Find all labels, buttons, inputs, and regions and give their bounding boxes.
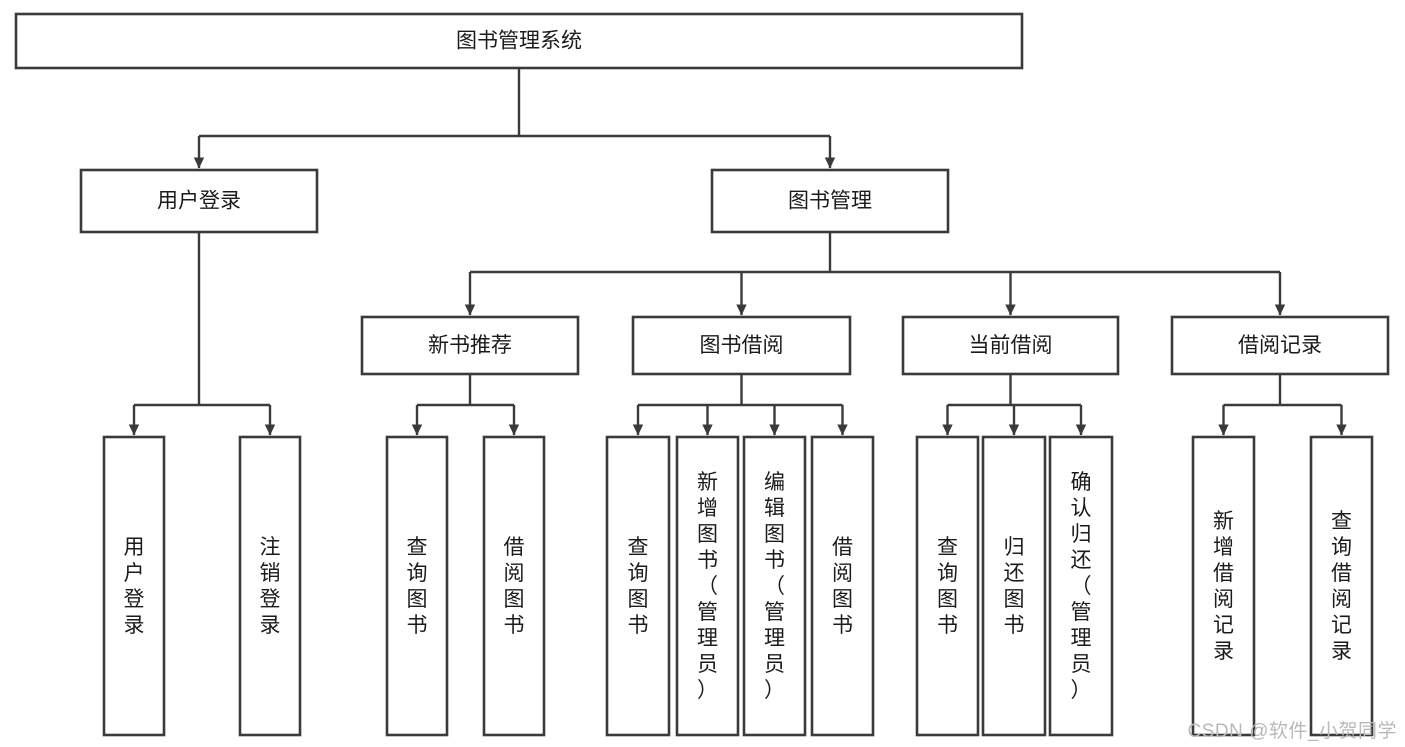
node-user-login-label: 用户登录 (157, 190, 241, 213)
node-leaf-add-record-label: 新增借阅记录 (1213, 510, 1234, 663)
node-leaf-confirm-return-label: 确认归还（管理员） (1071, 471, 1092, 702)
node-leaf-add-book-label: 新增图书（管理员） (697, 471, 718, 702)
node-leaf-query-book-3[interactable]: 查询图书 (915, 435, 980, 737)
node-book-borrow-box[interactable] (631, 315, 852, 376)
node-current-borrow-box[interactable] (901, 315, 1120, 376)
node-book-manage-box[interactable] (710, 168, 950, 234)
node-leaf-query-book-1-box[interactable] (385, 435, 449, 737)
node-leaf-add-record-box[interactable] (1191, 435, 1256, 737)
node-new-book-recommend[interactable]: 新书推荐 (360, 315, 580, 376)
connector-lines (128, 68, 1347, 436)
node-root-box[interactable] (14, 12, 1024, 70)
node-leaf-query-record[interactable]: 查询借阅记录 (1309, 435, 1374, 737)
node-leaf-edit-book-box[interactable] (742, 435, 807, 737)
node-root[interactable]: 图书管理系统 (14, 12, 1024, 70)
node-leaf-borrow-book-1[interactable]: 借阅图书 (482, 435, 546, 737)
node-borrow-record[interactable]: 借阅记录 (1170, 315, 1390, 376)
node-leaf-query-record-label: 查询借阅记录 (1331, 510, 1352, 663)
node-leaf-query-book-3-box[interactable] (915, 435, 980, 737)
node-borrow-record-label: 借阅记录 (1238, 334, 1322, 357)
node-user-login-box[interactable] (79, 168, 319, 234)
node-book-borrow-label: 图书借阅 (700, 334, 784, 357)
node-leaf-query-book-1-label: 查询图书 (407, 536, 428, 637)
node-root-label: 图书管理系统 (456, 30, 582, 53)
node-new-book-recommend-box[interactable] (360, 315, 580, 376)
node-leaf-edit-book-label: 编辑图书（管理员） (764, 471, 785, 702)
node-leaf-return-book-label: 归还图书 (1004, 536, 1025, 637)
node-book-borrow[interactable]: 图书借阅 (631, 315, 852, 376)
node-current-borrow[interactable]: 当前借阅 (901, 315, 1120, 376)
node-leaf-user-logout-box[interactable] (238, 435, 302, 737)
node-leaf-borrow-book-1-box[interactable] (482, 435, 546, 737)
node-book-manage-label: 图书管理 (788, 190, 872, 213)
node-leaf-user-logout[interactable]: 注销登录 (238, 435, 302, 737)
node-leaf-add-record[interactable]: 新增借阅记录 (1191, 435, 1256, 737)
node-borrow-record-box[interactable] (1170, 315, 1390, 376)
node-leaf-query-book-3-label: 查询图书 (937, 536, 958, 637)
node-leaf-borrow-book-2-box[interactable] (810, 435, 875, 737)
node-leaf-borrow-book-2[interactable]: 借阅图书 (810, 435, 875, 737)
node-leaf-user-login-box[interactable] (102, 435, 166, 737)
node-leaf-borrow-book-1-label: 借阅图书 (504, 536, 525, 637)
node-leaf-edit-book[interactable]: 编辑图书（管理员） (742, 435, 807, 737)
node-boxes: 图书管理系统用户登录图书管理新书推荐图书借阅当前借阅借阅记录用户登录注销登录查询… (14, 12, 1390, 737)
node-new-book-recommend-label: 新书推荐 (428, 334, 512, 357)
node-leaf-query-book-1[interactable]: 查询图书 (385, 435, 449, 737)
node-leaf-borrow-book-2-label: 借阅图书 (832, 536, 853, 637)
node-leaf-confirm-return[interactable]: 确认归还（管理员） (1048, 435, 1114, 737)
node-leaf-query-book-2-label: 查询图书 (628, 536, 649, 637)
node-leaf-return-book-box[interactable] (981, 435, 1047, 737)
node-leaf-confirm-return-box[interactable] (1048, 435, 1114, 737)
node-book-manage[interactable]: 图书管理 (710, 168, 950, 234)
csdn-watermark: CSDN @软件_小贺同学 (1187, 721, 1397, 742)
node-leaf-return-book[interactable]: 归还图书 (981, 435, 1047, 737)
node-leaf-add-book[interactable]: 新增图书（管理员） (675, 435, 740, 737)
node-leaf-user-login[interactable]: 用户登录 (102, 435, 166, 737)
node-leaf-add-book-box[interactable] (675, 435, 740, 737)
node-leaf-query-book-2-box[interactable] (605, 435, 671, 737)
node-current-borrow-label: 当前借阅 (969, 334, 1053, 357)
node-leaf-query-record-box[interactable] (1309, 435, 1374, 737)
node-leaf-user-logout-label: 注销登录 (260, 536, 281, 637)
node-leaf-user-login-label: 用户登录 (124, 536, 145, 637)
node-leaf-query-book-2[interactable]: 查询图书 (605, 435, 671, 737)
node-user-login[interactable]: 用户登录 (79, 168, 319, 234)
